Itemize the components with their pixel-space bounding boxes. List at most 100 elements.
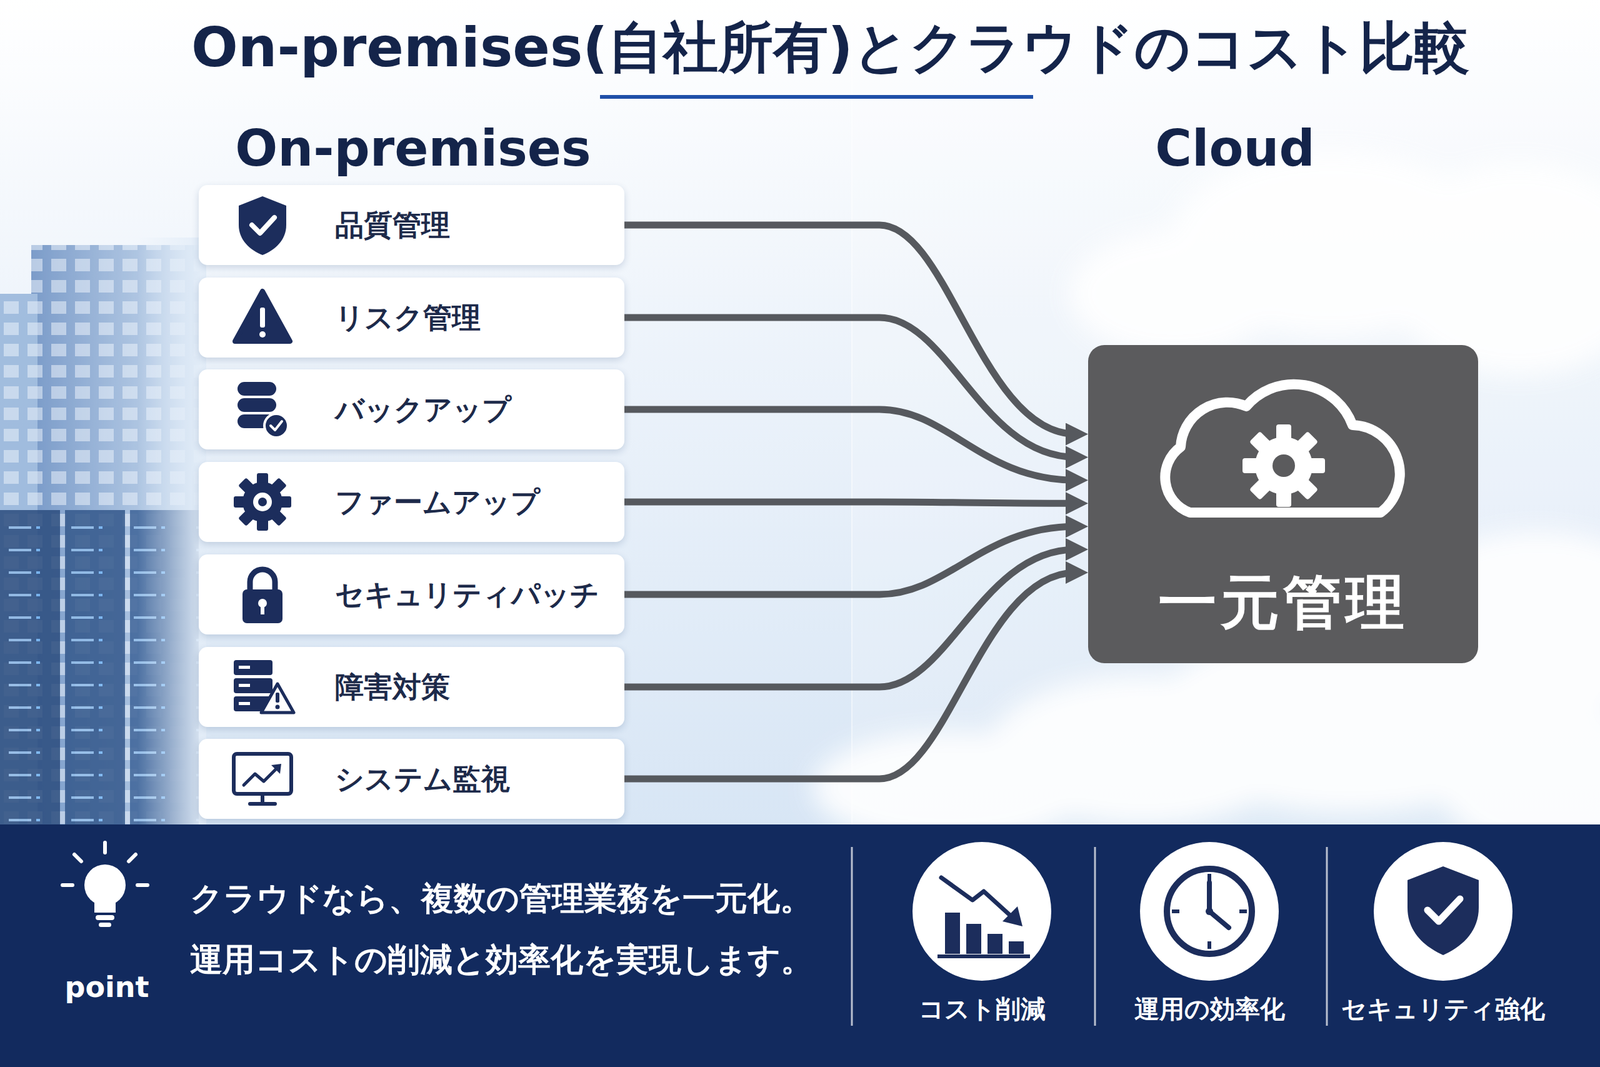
lock-icon (258, 598, 267, 608)
task-label: ファームアップ (335, 461, 617, 542)
warning-icon (235, 291, 290, 342)
task-box: 品質管理 (198, 185, 625, 265)
warning-icon (260, 307, 265, 328)
cloud-gear-icon (1255, 436, 1313, 495)
task-label: バックアップ (335, 369, 617, 450)
cost-down-icon (912, 841, 1052, 981)
cost-down-icon (912, 841, 1052, 981)
cloud-gear-icon (1249, 476, 1273, 500)
clock-icon (1207, 873, 1212, 882)
title-underline (600, 95, 1034, 99)
server-warning-icon (238, 665, 250, 669)
cost-down-icon (941, 877, 1012, 917)
band-divider (1094, 846, 1097, 1026)
clock-icon (1166, 868, 1252, 954)
cloud-gear-icon (1272, 454, 1295, 477)
gear-icon (256, 473, 269, 487)
task-label: リスク管理 (335, 277, 617, 358)
cost-down-icon (966, 923, 982, 954)
gear-icon (258, 497, 267, 507)
lightbulb-icon (62, 883, 73, 887)
lightbulb-icon (137, 883, 148, 887)
monitor-icon (250, 801, 275, 806)
server-warning-icon (261, 683, 294, 713)
gear-icon (233, 473, 292, 531)
lightbulb-icon (103, 842, 107, 853)
monitor-icon (233, 753, 292, 794)
cloud-gear-icon (1249, 431, 1273, 455)
cloud-gear-icon (1242, 424, 1325, 507)
clock-icon (1171, 909, 1180, 914)
cost-down-icon (1002, 906, 1023, 927)
lightbulb-icon (94, 897, 116, 913)
clock-icon (1207, 941, 1212, 949)
lightbulb-icon (95, 915, 115, 920)
clock-icon (1209, 882, 1229, 928)
task-box: バックアップ (198, 369, 625, 450)
gear-icon (253, 492, 272, 512)
central-management-box: 一元管理 (1088, 345, 1479, 664)
monitor-icon (233, 753, 292, 804)
shield-icon (238, 196, 287, 255)
cloud-illustration (812, 150, 1600, 857)
security-shield-icon (1427, 898, 1460, 922)
task-box: ファームアップ (198, 461, 625, 542)
gear-icon (233, 496, 248, 508)
monitor-icon (260, 793, 265, 803)
cloud-gear-icon (1276, 489, 1292, 507)
diagram-title: On-premises(自社所有)とクラウドのコスト比較 (191, 12, 1442, 83)
cloud-illustration (1068, 231, 1282, 357)
shield-icon (238, 196, 287, 255)
warning-icon (259, 331, 266, 338)
column-heading: On-premises (225, 117, 601, 180)
band-divider (851, 846, 1327, 1026)
clock-icon (1205, 907, 1214, 915)
lightbulb-icon (74, 854, 82, 862)
lock-icon (260, 604, 265, 615)
point-text: クラウドなら、複数の管理業務を一元化。 運用コストの削減と効率化を実現します。 (190, 867, 940, 990)
cloud-side-tint (851, 0, 1600, 825)
gear-icon (242, 481, 283, 522)
cloud-illustration (1381, 162, 1600, 375)
shield-icon (251, 217, 275, 234)
cost-down-icon (987, 933, 1003, 954)
monitor-icon (271, 763, 282, 774)
benefit-caption: セキュリティ強化 (1336, 993, 1550, 1025)
clock-icon (1239, 909, 1247, 914)
lightbulb-icon (98, 922, 112, 927)
benefit-caption: コスト削減 (875, 993, 1089, 1025)
task-box: 障害対策 (198, 646, 625, 727)
cloud-gear-icon (1295, 476, 1319, 500)
benefit-caption: 運用の効率化 (1103, 993, 1316, 1025)
cloud-gear-icon (1276, 424, 1292, 442)
lightbulb-icon (62, 842, 148, 927)
task-label: 品質管理 (335, 185, 617, 265)
gear-icon (233, 473, 292, 531)
cost-down-icon (937, 954, 1030, 959)
building-fade (137, 237, 207, 825)
server-warning-icon (238, 701, 250, 705)
server-warning-icon (233, 660, 294, 713)
lock-icon (242, 569, 283, 624)
connector-arrow (624, 409, 1076, 480)
lightbulb-icon (84, 864, 126, 906)
task-label: システム監視 (335, 738, 617, 819)
cloud-gear-icon (1295, 431, 1319, 455)
database-icon (237, 381, 289, 438)
database-icon (237, 381, 277, 396)
connector-arrow (624, 526, 1076, 595)
lightbulb-icon (62, 842, 148, 885)
clock-icon (1171, 873, 1247, 949)
security-shield-icon (1373, 841, 1513, 981)
server-warning-icon (233, 678, 273, 694)
cost-down-icon (1008, 941, 1024, 954)
task-box: システム監視 (198, 738, 625, 819)
lock-icon (242, 589, 283, 624)
task-label: セキュリティパッチ (335, 554, 617, 635)
server-warning-icon (275, 705, 280, 710)
hub-label: 一元管理 (1088, 567, 1479, 638)
task-box: セキュリティパッチ (198, 554, 625, 635)
side-divider (851, 0, 853, 825)
